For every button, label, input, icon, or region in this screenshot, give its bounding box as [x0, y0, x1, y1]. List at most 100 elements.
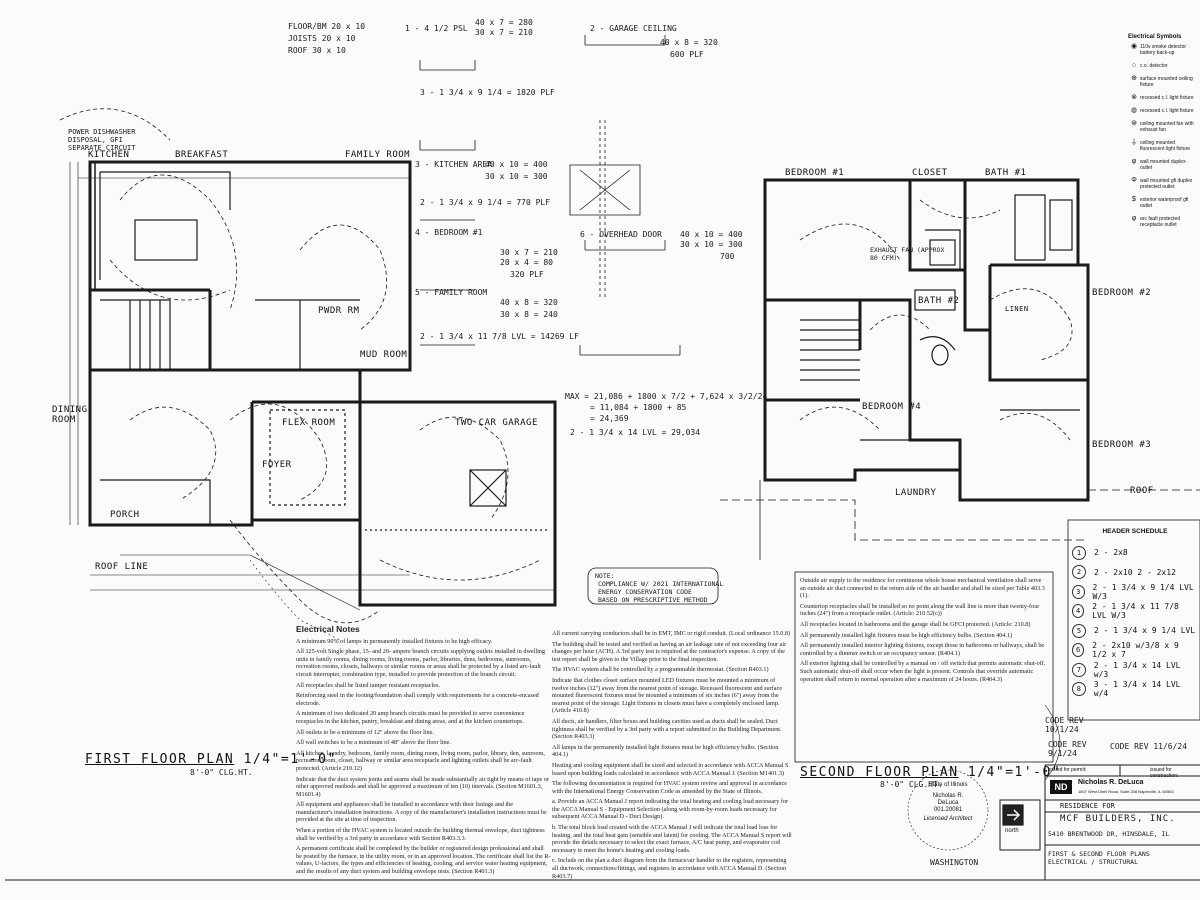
calc-7-result: 2 - 1 3/4 x 14 LVL = 29,034 — [570, 428, 701, 437]
calc-5-title: 5 - FAMILY ROOM — [415, 288, 488, 297]
room-porch: PORCH — [110, 510, 140, 520]
calc-3-line: 30 x 10 = 300 — [485, 172, 548, 181]
note-item: b. The total block load created with the… — [552, 824, 792, 854]
calc-6-line: 30 x 10 = 300 — [680, 240, 743, 249]
note-item: Indicate that clothes closet surface mou… — [552, 676, 782, 715]
note-box-title: NOTE: — [595, 572, 615, 580]
note-item: All 125-volt Single phase, 15- and 20- a… — [296, 648, 545, 678]
room-dining-room: DINING ROOM — [52, 405, 88, 425]
calc-2-result: 600 PLF — [670, 50, 704, 59]
exhaust-fan-icon: ⊛ — [1131, 120, 1137, 127]
right-notes-frame — [794, 571, 1054, 763]
header-schedule-frame — [1067, 519, 1200, 721]
note-item: Indicate that the duct system joints and… — [296, 775, 549, 798]
note-item: The building shall be tested and verifie… — [552, 640, 787, 663]
load-table-row: ROOF 30 x 10 — [288, 46, 346, 55]
note-item: c. Include on the plan a duct diagram fr… — [552, 857, 787, 880]
first-floor-dimensions — [69, 162, 555, 611]
note-item: A minimum of two dedicated 20 amp branch… — [296, 710, 525, 725]
note-box-line: ENERGY CONSERVATION CODE — [598, 588, 692, 596]
north-label: north — [1005, 828, 1019, 834]
calc-1-title: 1 - 4 1/2 PSL — [405, 24, 468, 33]
code-rev-1: CODE REV 10/1/24 — [1045, 716, 1084, 734]
calc-1-result: 3 - 1 3/4 x 9 1/4 = 1820 PLF — [420, 88, 555, 97]
seal-outline — [907, 769, 989, 851]
switch-icon: $ — [1132, 196, 1136, 203]
note-item: All exterior lighting shall be controlle… — [800, 660, 1046, 683]
electrical-symbols-legend: Electrical Symbols ◉110v smoke detector … — [1128, 34, 1198, 235]
calc-4-title: 4 - BEDROOM #1 — [415, 228, 483, 237]
legend-row: ◍recessed c.l. light fixture — [1128, 107, 1198, 114]
note-box-line: BASED ON PRESCRIPTIVE METHOD — [598, 596, 708, 604]
note-item: All wall switches to be a minimum of 48"… — [296, 739, 451, 747]
calc-sketches — [419, 35, 681, 356]
room-bedroom-3: BEDROOM #3 — [1092, 440, 1152, 450]
legend-row: $exterior waterproof gfi outlet — [1128, 196, 1198, 209]
firm-logo: ND — [1050, 780, 1072, 794]
first-floor-wiring — [59, 108, 541, 624]
duplex-outlet-icon: φ — [1131, 158, 1137, 165]
room-breakfast: BREAKFAST — [175, 150, 229, 160]
note-box-outline — [587, 567, 719, 605]
firm-address: 1807 West Diehl Road, Suite 208 Napervil… — [1078, 789, 1174, 794]
note-item: All permanently installed interior light… — [800, 642, 1045, 657]
legend-row: ⊛ceiling mounted fan with exhaust fan — [1128, 120, 1198, 133]
calc-4-line: 20 x 4 = 80 — [500, 258, 553, 267]
room-kitchen: KITCHEN — [88, 150, 130, 160]
note-item: When a portion of the HVAC system is loc… — [296, 827, 545, 842]
note-item: All outlets to be a minimum of 12" above… — [296, 728, 434, 736]
room-laundry: LAUNDRY — [895, 488, 937, 498]
electrical-notes-heading: Electrical Notes — [296, 624, 360, 634]
legend-row: ⏚ceiling mounted fluorescent light fixtu… — [1128, 139, 1198, 152]
roof-label: ROOF — [1130, 486, 1154, 496]
exhaust-fan-note: EXHAUST FAN (APPROX 80 CFM) — [870, 246, 945, 262]
arc-fault-outlet-icon: φ — [1131, 215, 1137, 222]
legend-row: ⊕surface mounted ceiling fixture — [1128, 75, 1198, 88]
smoke-detector-icon: ◉ — [1130, 43, 1138, 50]
roof-line-label: ROOF LINE — [95, 562, 149, 572]
legend-row: ◉110v smoke detector battery back-up — [1128, 43, 1198, 56]
legend-row: ⊗recessed c.l. light fixture — [1128, 94, 1198, 101]
calc-2-title: 2 - GARAGE CEILING — [590, 24, 677, 33]
second-floor-interior — [800, 194, 1080, 441]
note-box-line: COMPLIANCE W/ 2021 INTERNATIONAL — [598, 580, 724, 588]
note-item: Outside air supply to the residence for … — [800, 577, 1045, 600]
first-floor-interior — [99, 171, 550, 531]
calc-6-line: 40 x 10 = 400 — [680, 230, 743, 239]
calc-4-result: 320 PLF — [510, 270, 544, 279]
calc-6-title: 6 - OVERHEAD DOOR — [580, 230, 662, 239]
room-flex-room: FLEX ROOM — [282, 418, 336, 428]
calc-3-line: 40 x 10 = 400 — [485, 160, 548, 169]
client-name: MCF BUILDERS, INC. — [1060, 814, 1176, 824]
revision-cloud — [249, 559, 341, 641]
load-table-row: FLOOR/BM 20 x 10 — [288, 22, 366, 31]
sheet-description: FIRST & SECOND FLOOR PLANS ELECTRICAL / … — [1048, 850, 1150, 866]
site-address: 5410 BRENTWOOD DR, HINSDALE, IL — [1048, 830, 1170, 838]
fluorescent-fixture-icon: ⏚ — [1130, 139, 1138, 146]
calc-3-result: 2 - 1 3/4 x 9 1/4 = 770 PLF — [420, 198, 551, 207]
calc-5-line: 30 x 8 = 240 — [500, 310, 558, 319]
note-item: All current carrying conductors shall be… — [552, 630, 791, 637]
room-bedroom-2: BEDROOM #2 — [1092, 288, 1152, 298]
legend-row: ○c.o. detector — [1128, 62, 1198, 69]
second-floor-plan-title: SECOND FLOOR PLAN 1/4"=1'-0" — [800, 765, 1062, 780]
note-item: Countertop receptacles shall be installe… — [800, 602, 1040, 618]
room-bedroom-1: BEDROOM #1 — [785, 168, 845, 178]
second-floor-roof — [720, 480, 1200, 560]
electrical-notes-middle: All current carrying conductors shall be… — [552, 630, 792, 883]
note-item: All ducts, air handlers, filter boxes an… — [552, 717, 782, 741]
ceiling-fixture-icon: ⊕ — [1131, 75, 1137, 82]
electrical-notes-right: Outside air supply to the residence for … — [800, 577, 1048, 686]
calc-1-line: 30 x 7 = 210 — [475, 28, 533, 37]
note-item: The HVAC system shall be controlled by a… — [552, 666, 769, 674]
electrical-notes-left: Electrical Notes A minimum 90% of lamps … — [296, 624, 551, 879]
